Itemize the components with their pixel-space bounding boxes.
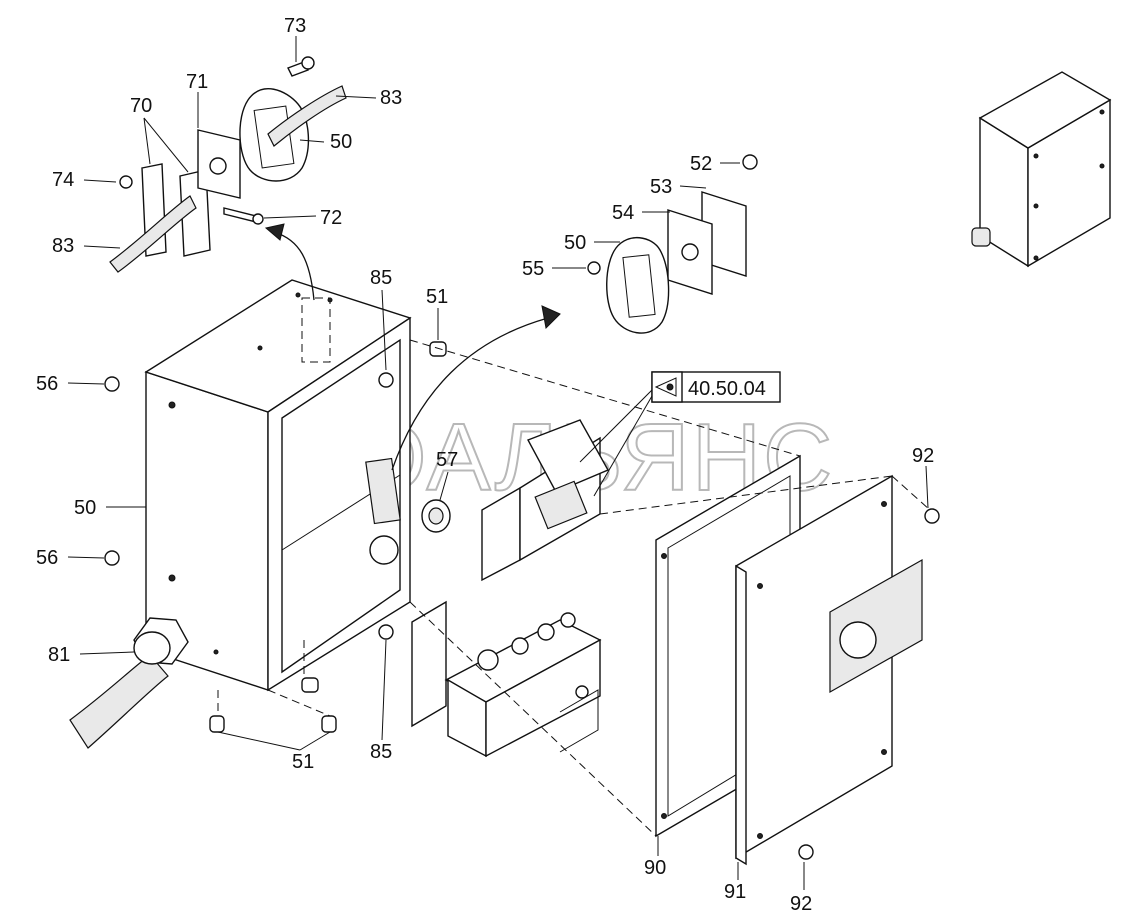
assembly-arrows bbox=[264, 223, 561, 471]
standoffs bbox=[209, 341, 447, 733]
callout-92: 92 bbox=[790, 893, 812, 915]
callout-50: 50 bbox=[74, 497, 96, 519]
callout-50: 50 bbox=[564, 232, 586, 254]
callout-73: 73 bbox=[284, 15, 306, 37]
callout-72: 72 bbox=[320, 207, 342, 229]
callout-labels: 73 71 70 83 50 74 72 83 52 53 54 50 55 8… bbox=[36, 15, 934, 915]
callout-55: 55 bbox=[522, 258, 544, 280]
cable-gland bbox=[69, 617, 189, 749]
eye-view-icon bbox=[666, 383, 674, 391]
callout-81: 81 bbox=[48, 644, 70, 666]
cable-clamp-assembly bbox=[109, 56, 315, 273]
callout-53: 53 bbox=[650, 176, 672, 198]
mid-plate-assembly bbox=[606, 191, 747, 334]
reference-code: 40.50.04 bbox=[688, 378, 766, 400]
callout-83: 83 bbox=[52, 235, 74, 257]
callout-70: 70 bbox=[130, 95, 152, 117]
feed-through-grommet bbox=[421, 499, 451, 533]
callout-83: 83 bbox=[380, 87, 402, 109]
callout-90: 90 bbox=[644, 857, 666, 879]
top-flange-gasket bbox=[239, 85, 347, 182]
eye-view-icon bbox=[654, 377, 677, 397]
callout-56: 56 bbox=[36, 373, 58, 395]
callout-92: 92 bbox=[912, 445, 934, 467]
callout-91: 91 bbox=[724, 881, 746, 903]
callout-51: 51 bbox=[426, 286, 448, 308]
screws bbox=[104, 154, 940, 860]
assembled-box-inset bbox=[971, 71, 1112, 268]
callout-71: 71 bbox=[186, 71, 208, 93]
callout-74: 74 bbox=[52, 169, 74, 191]
callout-50: 50 bbox=[330, 131, 352, 153]
reference-tag[interactable]: 40.50.04 bbox=[579, 371, 781, 497]
cover-plate bbox=[735, 474, 923, 866]
assembly-lines bbox=[217, 339, 931, 837]
main-housing bbox=[144, 279, 412, 692]
callout-51: 51 bbox=[292, 751, 314, 773]
callout-52: 52 bbox=[690, 153, 712, 175]
callout-85: 85 bbox=[370, 267, 392, 289]
callout-56: 56 bbox=[36, 547, 58, 569]
callout-85: 85 bbox=[370, 741, 392, 763]
callout-54: 54 bbox=[612, 202, 634, 224]
leader-lines bbox=[67, 36, 929, 890]
callout-57: 57 bbox=[436, 449, 458, 471]
internal-bracket-assembly bbox=[411, 419, 609, 758]
